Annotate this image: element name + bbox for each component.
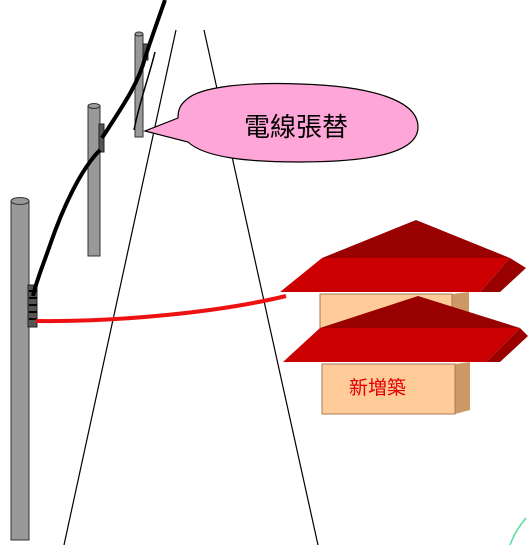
lower-wall-side bbox=[455, 362, 470, 414]
utility-pole-middle bbox=[87, 103, 105, 257]
lower-roof-side bbox=[486, 328, 528, 362]
new-extension-house bbox=[280, 220, 528, 415]
upper-roof-front bbox=[280, 258, 510, 292]
lower-roof-front bbox=[283, 328, 520, 362]
house-label: 新増築 bbox=[349, 377, 407, 399]
new-service-wire bbox=[35, 294, 287, 324]
callout-bubble bbox=[143, 82, 419, 163]
callout-text: 電線張替 bbox=[244, 113, 349, 143]
upper-roof-side bbox=[480, 258, 526, 292]
road-left-edge bbox=[63, 29, 177, 545]
corner-mark bbox=[509, 517, 527, 545]
lower-wall-front bbox=[321, 363, 456, 415]
existing-wire-lower bbox=[31, 148, 102, 297]
lower-roof-top bbox=[320, 296, 520, 328]
existing-wire-thin bbox=[133, 51, 156, 131]
utility-pole-near bbox=[10, 197, 38, 541]
upper-roof-top bbox=[322, 220, 510, 258]
existing-wire-upper bbox=[100, 0, 167, 140]
